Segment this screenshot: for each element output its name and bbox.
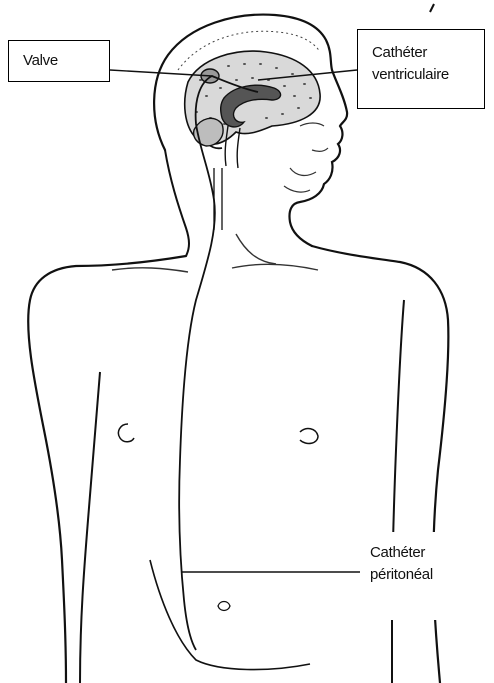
label-peritoneal-line-2: péritonéal xyxy=(370,564,494,586)
label-valve-text: Valve xyxy=(23,50,101,72)
label-valve: Valve xyxy=(8,40,110,82)
right-arm-inner xyxy=(392,300,404,683)
right-clavicle xyxy=(232,264,318,270)
label-ventricular-line-1: Cathéter xyxy=(372,42,476,64)
label-ventricular-catheter: Cathéter ventriculaire xyxy=(357,29,485,109)
label-ventricular-line-2: ventriculaire xyxy=(372,64,476,86)
left-arm-inner xyxy=(80,372,100,683)
neck-back xyxy=(165,150,189,256)
abdomen-outline xyxy=(150,560,310,670)
left-clavicle xyxy=(112,268,188,272)
small-mark xyxy=(430,4,434,12)
left-nipple xyxy=(118,424,134,442)
navel xyxy=(218,602,230,611)
shunt-tube xyxy=(179,76,258,650)
right-nipple xyxy=(300,429,318,444)
label-peritoneal-line-1: Cathéter xyxy=(370,542,494,564)
label-peritoneal-catheter: Cathéter péritonéal xyxy=(360,532,494,620)
face-detail xyxy=(284,123,328,192)
left-shoulder xyxy=(28,256,186,683)
neck-front xyxy=(236,234,276,264)
